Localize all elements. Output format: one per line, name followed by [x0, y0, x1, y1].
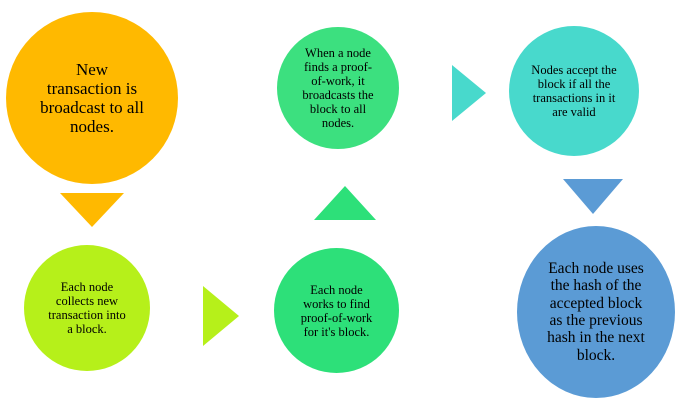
step-5-text: Nodes accept the block if all the transa…	[531, 63, 617, 119]
step-3-text: Each node works to find proof-of-work fo…	[300, 282, 373, 339]
arrow-right-2-to-3-icon	[203, 286, 239, 346]
arrow-right-4-to-5-icon	[452, 65, 486, 121]
step-2-collect-transactions-node: Each node collects new transaction into …	[24, 245, 150, 371]
step-1-text: New transaction is broadcast to all node…	[40, 59, 144, 137]
step-3-proof-of-work-node: Each node works to find proof-of-work fo…	[274, 248, 399, 373]
step-2-text: Each node collects new transaction into …	[48, 280, 126, 336]
arrow-up-3-to-4-icon	[314, 186, 376, 220]
step-5-accept-block-node: Nodes accept the block if all the transa…	[509, 26, 639, 156]
step-6-text: Each node uses the hash of the accepted …	[547, 259, 645, 364]
step-4-text: When a node finds a proof-of-work, it br…	[302, 46, 374, 130]
step-6-use-hash-node: Each node uses the hash of the accepted …	[517, 226, 675, 398]
step-1-broadcast-transaction-node: New transaction is broadcast to all node…	[6, 12, 178, 184]
step-4-broadcast-block-node: When a node finds a proof-of-work, it br…	[277, 27, 399, 149]
arrow-down-1-to-2-icon	[60, 193, 124, 227]
arrow-down-5-to-6-icon	[563, 179, 623, 214]
